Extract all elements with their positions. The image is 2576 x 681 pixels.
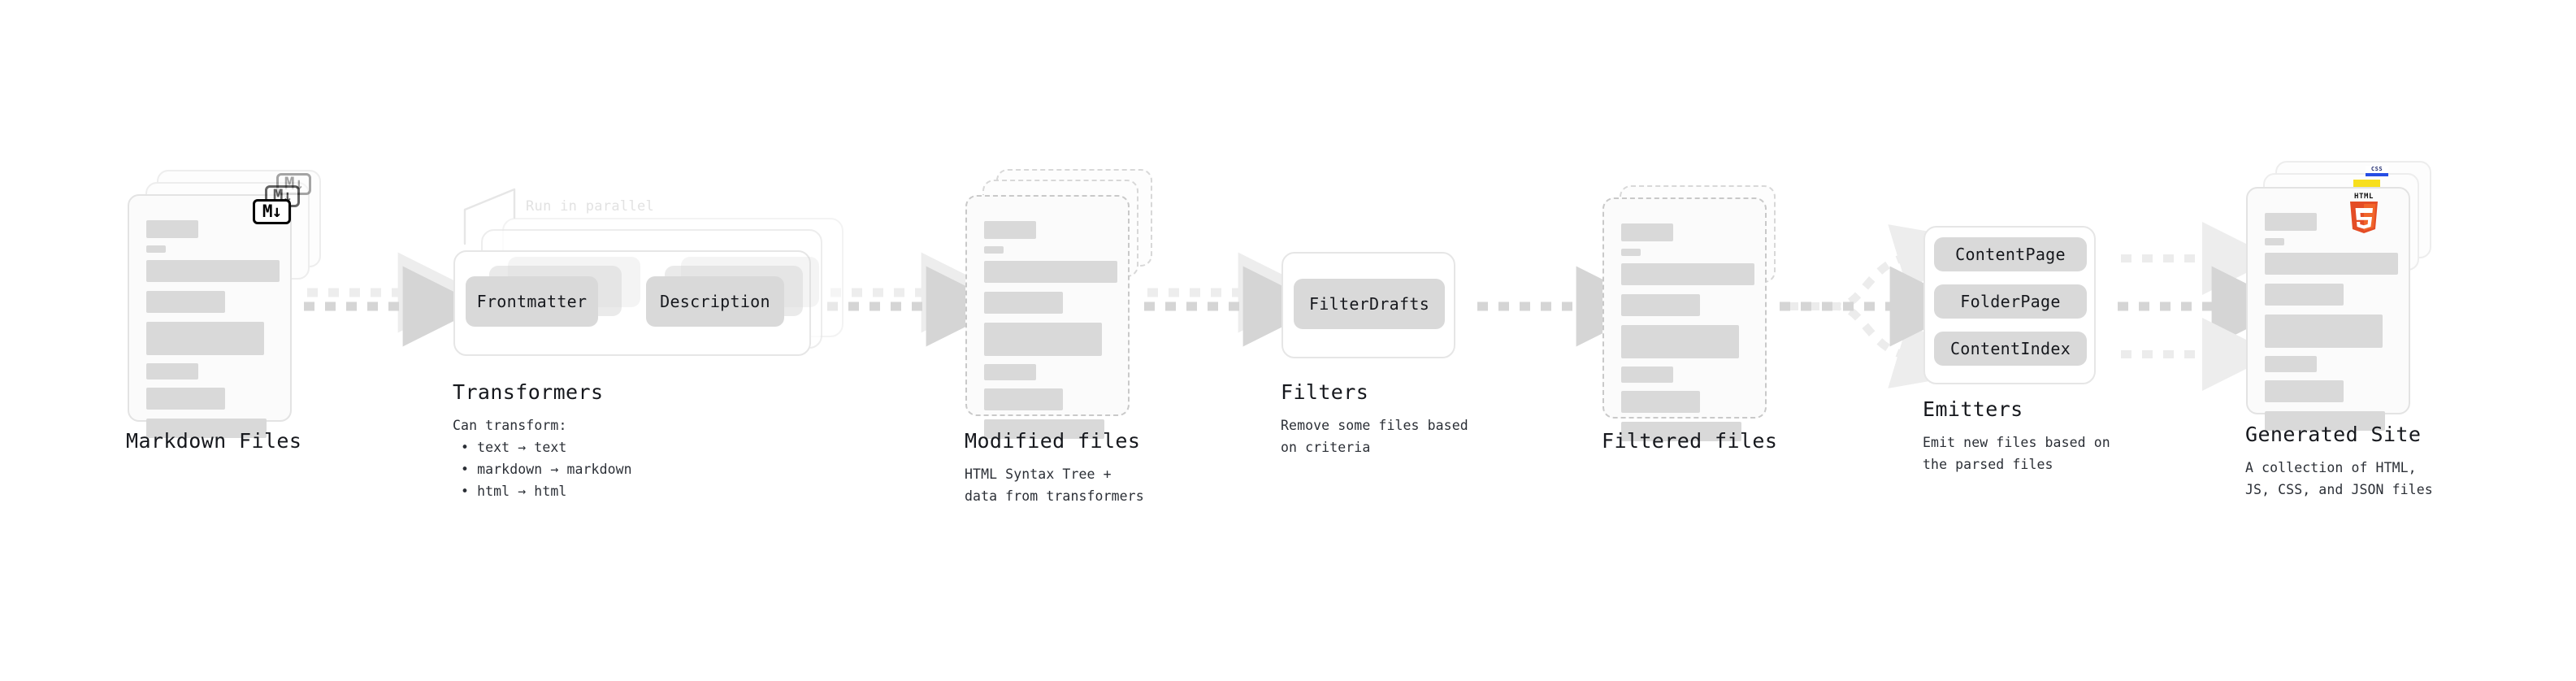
skeleton-bar <box>146 363 198 380</box>
skeleton-bar <box>1621 249 1641 256</box>
modified-files-subtitle-2: data from transformers <box>965 488 1144 504</box>
skeleton-bar <box>2265 314 2383 348</box>
modified-card <box>965 195 1130 439</box>
chip-contentpage[interactable]: ContentPage <box>1934 237 2087 271</box>
generated-site-subtitle-2: JS, CSS, and JSON files <box>2245 482 2433 497</box>
skeleton-bar <box>146 388 225 410</box>
filters-subtitle-1: Remove some files based <box>1281 418 1468 433</box>
skeleton-bar <box>1621 294 1700 316</box>
skeleton-bar <box>1621 367 1673 383</box>
markdown-files-title: Markdown Files <box>126 429 302 453</box>
chip-folderpage[interactable]: FolderPage <box>1934 284 2087 319</box>
skeleton-bar <box>146 260 280 282</box>
generated-site-subtitle-1: A collection of HTML, <box>2245 460 2417 475</box>
skeleton-bar <box>146 220 198 238</box>
skeleton-bar <box>146 245 166 253</box>
html5-icon-word: HTML <box>2353 193 2374 201</box>
skeleton-bar <box>1621 263 1754 285</box>
transformers-subtitle-item-2: • markdown → markdown <box>461 462 632 477</box>
html5-icon: HTML <box>2347 193 2381 233</box>
skeleton-bar <box>2265 213 2317 231</box>
emitters-subtitle-1: Emit new files based on <box>1923 435 2110 450</box>
chip-contentindex[interactable]: ContentIndex <box>1934 332 2087 366</box>
markdown-card <box>128 194 292 438</box>
skeleton-bar <box>984 221 1036 239</box>
run-in-parallel-label: Run in parallel <box>526 198 655 215</box>
skeleton-bar <box>984 388 1063 410</box>
filtered-card <box>1602 197 1767 441</box>
site-card <box>2246 187 2410 431</box>
modified-files-subtitle-1: HTML Syntax Tree + <box>965 466 1112 482</box>
filters-subtitle-2: on criteria <box>1281 440 1371 455</box>
css-icon: CSS <box>2366 166 2388 176</box>
skeleton-bar <box>1621 391 1700 413</box>
skeleton-bar <box>984 323 1102 356</box>
chip-frontmatter[interactable]: Frontmatter <box>466 276 598 327</box>
skeleton-bar <box>146 291 225 313</box>
emitters-subtitle-2: the parsed files <box>1923 457 2053 472</box>
generated-site-title: Generated Site <box>2245 423 2422 446</box>
arrow-modified-to-filters <box>1144 252 1324 347</box>
skeleton-bar <box>1621 223 1673 241</box>
emitters-title: Emitters <box>1923 397 2023 421</box>
transformers-subtitle-item-3: • html → html <box>461 484 567 499</box>
transformers-subtitle-item-1: • text → text <box>461 440 567 455</box>
arrow-markdown-to-transformers <box>304 252 484 347</box>
markdown-icon: M↓ <box>253 199 291 224</box>
skeleton-bar <box>1621 422 1741 441</box>
filtered-files-title: Filtered files <box>1602 429 1778 453</box>
markdown-icon-glyph: M↓ <box>262 202 282 221</box>
filters-title: Filters <box>1281 380 1369 404</box>
skeleton-bar <box>984 419 1104 439</box>
transformers-title: Transformers <box>453 380 604 404</box>
arrow-filtered-to-emitters <box>1780 224 1971 388</box>
skeleton-bar <box>984 261 1117 283</box>
skeleton-bar <box>984 292 1063 314</box>
modified-files-title: Modified files <box>965 429 1141 453</box>
arrow-emitters-to-site <box>2118 222 2292 391</box>
skeleton-bar <box>2265 380 2344 402</box>
chip-filterdrafts[interactable]: FilterDrafts <box>1294 279 1445 329</box>
skeleton-bar <box>146 419 267 438</box>
skeleton-bar <box>2265 356 2317 372</box>
skeleton-bar <box>2265 253 2398 275</box>
transformers-subtitle-head: Can transform: <box>453 418 567 433</box>
skeleton-bar <box>1621 325 1739 358</box>
skeleton-bar <box>2265 284 2344 306</box>
skeleton-bar <box>146 322 264 355</box>
skeleton-bar <box>984 364 1036 380</box>
skeleton-bar <box>2265 411 2385 431</box>
skeleton-bar <box>2265 238 2284 245</box>
skeleton-bar <box>984 246 1004 254</box>
chip-description[interactable]: Description <box>646 276 784 327</box>
